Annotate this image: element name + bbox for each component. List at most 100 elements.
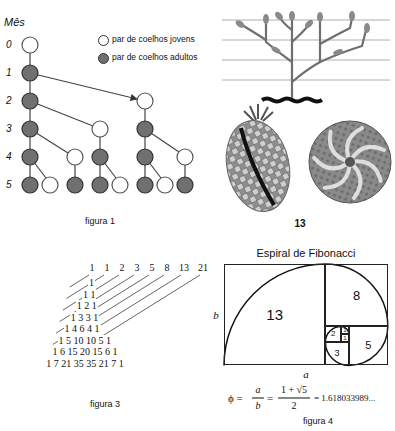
- rabbit-pair-adult: [22, 65, 38, 81]
- fraction-bar: [278, 398, 310, 399]
- dimension-label: a: [303, 368, 309, 381]
- pascal-row: 1 5 10 10 5 1: [58, 335, 113, 347]
- fibonacci-number: 13: [179, 262, 189, 274]
- plant-leaves: [273, 10, 284, 22]
- growth-guides: [222, 60, 390, 61]
- square-size: 1: [343, 327, 346, 333]
- growth-guides: [222, 40, 390, 41]
- fibonacci-number: 5: [150, 262, 155, 274]
- growth-guides: [222, 80, 390, 81]
- rabbit-pair-adult: [177, 177, 193, 193]
- rabbit-pair-adult: [22, 177, 38, 193]
- fibonacci-spiral: [224, 264, 388, 365]
- rabbit-pair-young: [157, 177, 173, 193]
- pascal-diagonal: [70, 275, 89, 287]
- plant-branches: [292, 20, 320, 82]
- rabbit-pair-adult: [67, 177, 83, 193]
- plant-branches: [292, 26, 308, 42]
- square-size: 1: [343, 335, 346, 341]
- rabbit-pair-young: [42, 177, 58, 193]
- square-size: 3: [335, 349, 340, 358]
- pascal-row: 1 6 15 20 15 6 1: [51, 346, 118, 358]
- spiral-count: 13: [294, 218, 305, 230]
- pascal-row: 1: [88, 277, 95, 289]
- legend-text: par de coelhos jovens: [112, 35, 195, 45]
- fibonacci-number: 1: [105, 262, 110, 274]
- spiral-square: 8: [325, 264, 387, 326]
- pascal-row: 1 1: [82, 289, 97, 301]
- rabbit-pair-adult: [92, 177, 108, 193]
- plant-branches: [320, 18, 352, 44]
- plant-branches: [242, 18, 366, 100]
- pascal-row: 1 4 6 4 1: [64, 323, 101, 335]
- plant-leaves: [317, 12, 323, 22]
- pascal-diagonal: [52, 275, 200, 368]
- rabbit-pair-adult: [137, 149, 153, 165]
- figure-caption: figura 3: [90, 399, 120, 409]
- formula-part: ϕ =: [228, 392, 243, 405]
- month-number: 3: [6, 123, 12, 135]
- rabbit-pair-adult: [137, 121, 153, 137]
- figure-title: Espiral de Fibonacci: [256, 247, 355, 260]
- fibonacci-number: 8: [165, 262, 170, 274]
- pineapple-base: [309, 121, 391, 203]
- formula-part: = 1.618033989...: [314, 393, 375, 403]
- square-size: 5: [365, 340, 371, 351]
- rabbit-pair-adult: [22, 93, 38, 109]
- fibonacci-number: 21: [198, 262, 208, 274]
- plant-leaves: [349, 11, 355, 21]
- formula-part: 1 + √5: [281, 384, 307, 396]
- pascal-diagonal: [51, 275, 200, 368]
- square-size: 8: [353, 289, 360, 302]
- fibonacci-number: 1: [90, 262, 95, 274]
- pascal-row: 1 7 21 35 35 21 7 1: [45, 358, 125, 370]
- square-size: 13: [266, 307, 283, 322]
- plant-leaves: [234, 10, 370, 56]
- spiral-square: 5: [349, 326, 388, 365]
- spiral-square: 3: [325, 342, 348, 365]
- fibonacci-number: 3: [135, 262, 140, 274]
- legend-swatch: [98, 53, 109, 64]
- plant-leaves: [270, 45, 281, 54]
- spiral-square: 2: [325, 326, 341, 342]
- axis-title: Mês: [4, 16, 25, 29]
- rabbit-pair-young: [92, 121, 108, 137]
- growth-guides: [222, 20, 390, 21]
- plant-leaves: [234, 19, 246, 30]
- month-number: 2: [6, 95, 12, 107]
- pineapple-side: [241, 128, 274, 205]
- rabbit-pair-young: [67, 149, 83, 165]
- pineapple-base: [345, 157, 355, 167]
- legend-text: par de coelhos adultos: [112, 53, 198, 63]
- rabbit-tree: [30, 101, 93, 126]
- rabbit-pair-adult: [22, 149, 38, 165]
- rabbit-pair-adult: [22, 65, 193, 193]
- fibonacci-number: 2: [120, 262, 125, 274]
- rabbit-pair-adult: [137, 177, 153, 193]
- spiral-square: 1: [341, 334, 349, 342]
- plant-branches: [242, 25, 266, 40]
- figure-caption: figura 1: [85, 216, 115, 226]
- pascal-row: 1 3 3 1: [70, 312, 100, 324]
- pascal-diagonal: [51, 275, 181, 356]
- square-size: 2: [331, 330, 335, 338]
- formula-part: b: [256, 400, 261, 412]
- dimension-label: b: [213, 309, 219, 322]
- legend-swatch: [98, 35, 109, 46]
- plant-leaves: [364, 23, 370, 33]
- rabbit-pair-young: [112, 177, 128, 193]
- plant-leaves: [289, 11, 295, 21]
- month-number: 5: [6, 179, 12, 191]
- pineapple-base: [313, 126, 384, 198]
- formula-part: 2: [292, 400, 297, 412]
- rabbit-pair-young: [177, 149, 193, 165]
- month-number: 4: [6, 151, 12, 163]
- rabbit-pair-adult: [92, 149, 108, 165]
- pineapple-base: [338, 126, 371, 162]
- spiral-square: 1: [341, 326, 349, 334]
- formula-part: =: [267, 392, 273, 405]
- pineapple-base: [309, 121, 391, 203]
- plant-leaves: [263, 14, 269, 24]
- plant-leaves: [303, 18, 314, 29]
